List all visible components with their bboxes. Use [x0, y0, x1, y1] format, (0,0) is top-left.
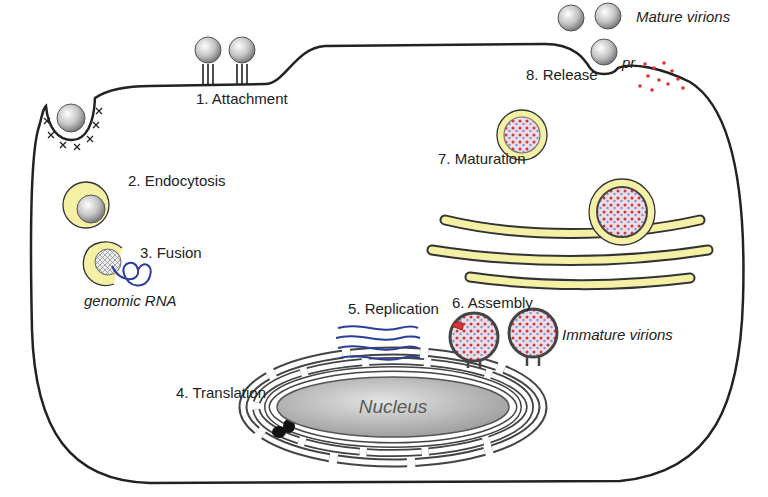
maturation-vesicles	[497, 110, 655, 245]
structure-label: pr	[622, 54, 635, 72]
virion	[77, 195, 105, 223]
bud-neck	[468, 356, 539, 368]
pr-dot	[670, 69, 674, 73]
step-label: 4. Translation	[176, 384, 266, 402]
step-label: 7. Maturation	[438, 150, 526, 168]
step-label: 1. Attachment	[196, 90, 288, 108]
step-label: 2. Endocytosis	[128, 172, 226, 190]
budding-virion	[509, 309, 557, 357]
assembling-virions	[450, 309, 557, 368]
maturing-virion	[504, 117, 540, 153]
attachment-virions	[195, 37, 255, 85]
golgi-apparatus	[432, 220, 708, 285]
golgi-cisterna	[432, 250, 708, 261]
rna-strand	[336, 336, 420, 339]
pr-peptides	[638, 61, 685, 92]
rna-strand	[340, 356, 420, 359]
er-membrane	[243, 351, 543, 463]
golgi-cisterna	[470, 277, 690, 285]
endocytosis-pit	[44, 104, 102, 150]
pr-dot	[643, 62, 647, 66]
mature-virion	[595, 3, 621, 29]
structure-label: Immature virions	[562, 326, 673, 344]
budding-virion	[450, 313, 498, 361]
released-virions	[558, 3, 621, 65]
golgi-cisterna	[445, 220, 700, 234]
pr-dot	[650, 88, 654, 92]
nucleocapsid-entry	[452, 322, 463, 330]
nucleus: Nucleus	[275, 375, 511, 439]
structure-label: Mature virions	[636, 8, 730, 26]
step-label: 5. Replication	[348, 300, 439, 318]
genomic-rna	[112, 263, 151, 286]
pr-dot	[681, 86, 685, 90]
nucleocapsid	[95, 249, 121, 275]
pr-dot	[666, 82, 670, 86]
vesicle	[589, 179, 655, 245]
virion	[229, 37, 255, 63]
pr-dot	[657, 78, 661, 82]
vesicle	[63, 182, 109, 228]
er-membrane	[267, 369, 519, 445]
immature-virion	[597, 187, 647, 237]
step-label: 8. Release	[526, 66, 598, 84]
golgi-cisterna	[445, 220, 700, 234]
budding-mature-virion	[591, 39, 617, 65]
er-lumen	[267, 369, 519, 445]
golgi-cisterna	[470, 277, 690, 285]
step-label: 6. Assembly	[452, 294, 533, 312]
golgi-cisterna	[432, 250, 708, 261]
er-lumen	[243, 351, 543, 463]
pr-dot	[652, 66, 656, 70]
er-lumen	[256, 361, 530, 453]
cell-membrane	[31, 44, 744, 483]
nucleus-label: Nucleus	[275, 375, 511, 439]
receptor	[203, 64, 247, 85]
replicated-rna	[336, 326, 420, 359]
pr-dot	[662, 61, 666, 65]
receptor-marks	[44, 108, 102, 150]
pr-dot	[638, 84, 642, 88]
virion	[195, 37, 221, 63]
pr-dot	[676, 77, 680, 81]
rna-strand	[338, 326, 418, 329]
vesicle	[83, 242, 122, 285]
rna-strand	[338, 346, 418, 349]
virion	[57, 104, 85, 132]
er-membrane	[256, 361, 530, 453]
mature-virion	[558, 5, 584, 31]
step-label: 3. Fusion	[140, 244, 202, 262]
endosome	[63, 182, 109, 228]
endoplasmic-reticulum	[243, 351, 543, 463]
pr-dot	[646, 74, 650, 78]
structure-label: genomic RNA	[84, 292, 177, 310]
